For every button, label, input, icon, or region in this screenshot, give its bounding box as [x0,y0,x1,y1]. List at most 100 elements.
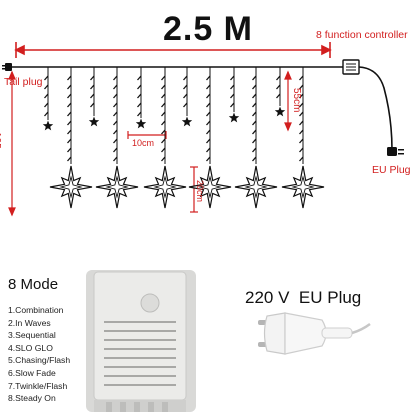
dim-55-label: 55cm [291,88,302,113]
bulb [299,102,304,108]
bulb [252,156,257,162]
mode-item: 2.In Waves [8,317,51,328]
bulb [137,75,142,81]
bulb [67,102,72,108]
plug-type: EU Plug [298,288,362,307]
plug-title: 220 V EU Plug [245,288,361,308]
bulb [299,156,304,162]
big-star-icon [234,165,278,209]
bulb [113,102,118,108]
modes-title: 8 Mode [8,276,59,293]
eu-plug-photo [258,312,371,355]
bulb [252,120,257,126]
bulb [230,93,235,99]
star-icon [181,116,193,127]
star-icon [274,106,286,117]
bulb [161,138,166,144]
bulb [161,75,166,81]
bulb [67,93,72,99]
bulb [67,84,72,90]
mode-item: 7.Twinkle/Flash [8,380,68,391]
bulb [299,111,304,117]
big-star-inner [291,175,315,199]
big-star-icon [143,165,187,209]
bulb [161,129,166,135]
big-star-icon [49,165,93,209]
big-star-icon [188,165,232,209]
modes-list: 1.Combination 2.In Waves 3.Sequential 4.… [8,304,70,405]
star-icon [228,112,240,123]
tail-plug-icon [2,63,12,71]
bulb [252,111,257,117]
bulb [206,156,211,162]
bulb [206,102,211,108]
bulb [67,156,72,162]
bulb [206,84,211,90]
bulb [113,138,118,144]
bulb [113,120,118,126]
bulb [44,75,49,81]
bulb [299,129,304,135]
bulb [252,84,257,90]
bulb [230,75,235,81]
bulb [252,138,257,144]
bulb [137,102,142,108]
big-star-inner [153,175,177,199]
bulb [67,120,72,126]
big-star-inner [244,175,268,199]
bulb [137,111,142,117]
big-star-inner [105,175,129,199]
bulb [252,102,257,108]
bulb [113,93,118,99]
bulb [276,84,281,90]
bulb [230,102,235,108]
width-title: 2.5 M [162,10,254,48]
star-icon [135,118,147,129]
mode-item: 1.Combination [8,305,64,315]
bulb [183,93,188,99]
bulb [67,75,72,81]
spacing-10-dimension [127,131,167,139]
bulb [113,156,118,162]
big-star-icon [281,165,325,209]
bulb [299,138,304,144]
mode-item: 8.Steady On [8,393,56,404]
controller-button [140,293,160,313]
controller-box [342,59,360,75]
bulb [67,147,72,153]
width-dimension [14,42,332,58]
bulb [161,102,166,108]
bulb [206,138,211,144]
dim-10-label: 10cm [132,138,155,148]
bulb [44,93,49,99]
bulb [113,75,118,81]
bulb [44,84,49,90]
bulb [206,129,211,135]
bulb [230,84,235,90]
bulb [67,129,72,135]
bulb [206,75,211,81]
bulb [299,84,304,90]
bulb [206,120,211,126]
bulb [161,111,166,117]
bulb [252,129,257,135]
bulb [44,111,49,117]
dim-105-label: 105cm [0,132,2,163]
big-star-inner [59,175,83,199]
mode-item: 4.SLO GLO [8,342,53,353]
mode-item: 3.Sequential [8,330,56,341]
bulb [113,111,118,117]
bulb [299,147,304,153]
bulb [113,129,118,135]
bulb [44,102,49,108]
bulb [252,93,257,99]
bulb [252,75,257,81]
height-105-dimension [8,70,16,217]
eu-plug-label: EU Plug [372,164,411,176]
bulb [252,147,257,153]
controller-photo [86,270,196,412]
bulb [113,147,118,153]
bulb [206,147,211,153]
eu-plug-small-icon [387,147,404,156]
